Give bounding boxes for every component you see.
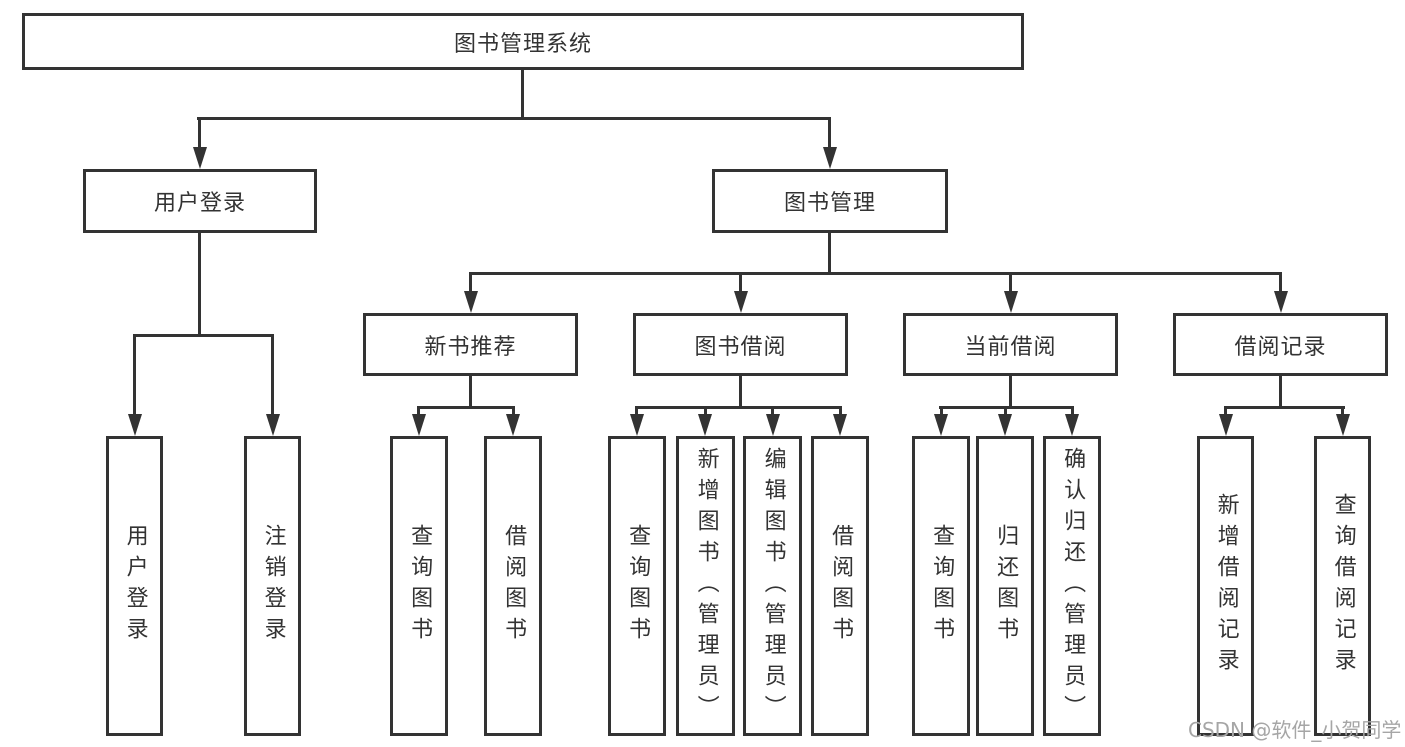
arrow-down-new-book-recommend (464, 291, 478, 313)
arrow-down-rec-borrow-books (506, 414, 520, 436)
arrow-down-book-management (823, 147, 837, 169)
connector-drop-user-login (198, 117, 201, 151)
connector-drop-rec-query-books (417, 406, 420, 416)
leaf-bb-query-books: 查询图书 (608, 436, 666, 736)
connector-drop-leaf-logout (271, 334, 274, 416)
arrow-down-cb-return-books (998, 414, 1012, 436)
node-borrow-records: 借阅记录 (1173, 313, 1388, 376)
connector-drop-borrow-records (1279, 272, 1282, 293)
leaf-cb-query-books: 查询图书 (912, 436, 970, 736)
arrow-down-cb-confirm-return (1065, 414, 1079, 436)
leaf-logout-label: 注销登录 (260, 524, 286, 648)
arrow-down-bb-query-books (630, 414, 644, 436)
leaf-bb-edit-books-admin-label: 编辑图书（管理员） (760, 446, 786, 726)
leaf-br-query-record-label: 查询借阅记录 (1330, 493, 1356, 679)
connector-level1-horizontal (197, 117, 831, 120)
arrow-down-bb-borrow-books (833, 414, 847, 436)
leaf-bb-add-books-admin-label: 新增图书（管理员） (693, 446, 719, 726)
connector-drop-bb-query-books (635, 406, 638, 416)
arrow-down-br-query-record (1336, 414, 1350, 436)
connector-drop-bb-borrow-books (839, 406, 842, 416)
connector-book-borrow-horizontal (635, 406, 842, 409)
connector-drop-bb-add-books (704, 406, 707, 416)
node-new-book-recommend: 新书推荐 (363, 313, 578, 376)
node-new-book-recommend-label: 新书推荐 (424, 334, 517, 360)
connector-drop-cb-return-books (1004, 406, 1007, 416)
node-current-borrow: 当前借阅 (903, 313, 1118, 376)
connector-drop-rec-borrow-books (512, 406, 515, 416)
arrow-down-rec-query-books (412, 414, 426, 436)
leaf-rec-borrow-books: 借阅图书 (484, 436, 542, 736)
node-user-login: 用户登录 (83, 169, 317, 233)
leaf-rec-query-books: 查询图书 (390, 436, 448, 736)
leaf-rec-borrow-books-label: 借阅图书 (501, 524, 527, 648)
leaf-bb-query-books-label: 查询图书 (625, 524, 651, 648)
connector-book-management-vertical (828, 233, 831, 275)
connector-user-login-horizontal (133, 334, 274, 337)
arrow-down-bb-add-books (698, 414, 712, 436)
connector-drop-new-book-recommend (469, 272, 472, 293)
connector-root-vertical (521, 69, 524, 119)
node-book-management: 图书管理 (712, 169, 948, 233)
connector-drop-br-add-record (1224, 406, 1227, 416)
leaf-cb-return-books-label: 归还图书 (993, 524, 1019, 648)
connector-user-login-vertical (198, 233, 201, 337)
leaf-br-query-record: 查询借阅记录 (1314, 436, 1371, 736)
node-current-borrow-label: 当前借阅 (964, 334, 1057, 360)
node-user-login-label: 用户登录 (153, 191, 246, 216)
connector-drop-cb-query-books (940, 406, 943, 416)
arrow-down-user-login (193, 147, 207, 169)
csdn-watermark: CSDN @软件_小贺同学 (1188, 718, 1402, 742)
arrow-down-book-borrow (734, 291, 748, 313)
arrow-down-borrow-records (1274, 291, 1288, 313)
node-borrow-records-label: 借阅记录 (1234, 334, 1327, 360)
connector-drop-leaf-user-login (133, 334, 136, 416)
arrow-down-bb-edit-books (766, 414, 780, 436)
connector-drop-br-query-record (1341, 406, 1344, 416)
leaf-bb-borrow-books-label: 借阅图书 (828, 524, 854, 648)
connector-borrow-records-vertical (1279, 376, 1282, 409)
connector-drop-current-borrow (1009, 272, 1012, 293)
connector-level3-horizontal (469, 272, 1282, 275)
leaf-rec-query-books-label: 查询图书 (407, 524, 433, 648)
connector-drop-book-management (828, 117, 831, 151)
leaf-bb-add-books-admin: 新增图书（管理员） (676, 436, 735, 736)
arrow-down-leaf-user-login (128, 414, 142, 436)
leaf-logout: 注销登录 (244, 436, 301, 736)
leaf-br-add-record: 新增借阅记录 (1197, 436, 1254, 736)
connector-new-book-recommend-vertical (469, 376, 472, 409)
leaf-cb-return-books: 归还图书 (976, 436, 1034, 736)
node-library-management-system-label: 图书管理系统 (453, 31, 592, 57)
arrow-down-cb-query-books (934, 414, 948, 436)
connector-borrow-records-horizontal (1224, 406, 1345, 409)
leaf-cb-confirm-return-admin-label: 确认归还（管理员） (1060, 446, 1086, 726)
node-book-borrow: 图书借阅 (633, 313, 848, 376)
leaf-user-login-label: 用户登录 (122, 524, 148, 648)
leaf-cb-confirm-return-admin: 确认归还（管理员） (1043, 436, 1101, 736)
arrow-down-current-borrow (1004, 291, 1018, 313)
leaf-bb-borrow-books: 借阅图书 (811, 436, 869, 736)
node-book-management-label: 图书管理 (783, 191, 876, 216)
connector-current-borrow-vertical (1009, 376, 1012, 409)
arrow-down-br-add-record (1219, 414, 1233, 436)
leaf-br-add-record-label: 新增借阅记录 (1213, 493, 1239, 679)
connector-new-book-recommend-horizontal (417, 406, 515, 409)
connector-book-borrow-vertical (739, 376, 742, 409)
connector-drop-cb-confirm-return (1071, 406, 1074, 416)
connector-drop-bb-edit-books (771, 406, 774, 416)
leaf-user-login: 用户登录 (106, 436, 163, 736)
connector-drop-book-borrow (739, 272, 742, 293)
leaf-bb-edit-books-admin: 编辑图书（管理员） (743, 436, 802, 736)
node-book-borrow-label: 图书借阅 (694, 334, 787, 360)
arrow-down-leaf-logout (266, 414, 280, 436)
leaf-cb-query-books-label: 查询图书 (929, 524, 955, 648)
node-library-management-system: 图书管理系统 (22, 13, 1024, 70)
